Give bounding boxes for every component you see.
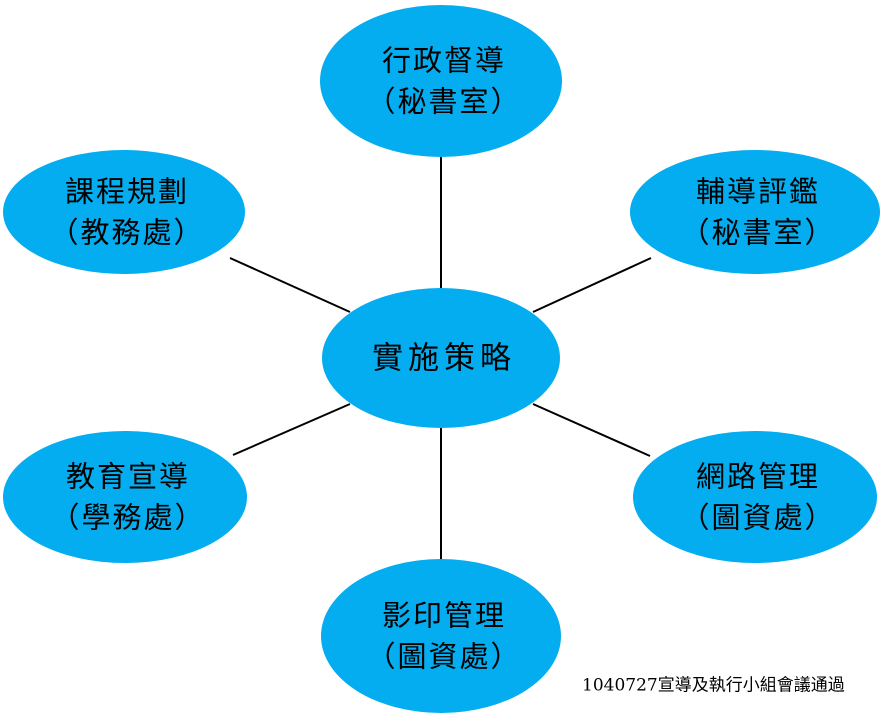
node-upper-left[interactable]: 課程規劃 （教務處） — [3, 150, 245, 274]
node-upper-right-shape — [630, 150, 880, 274]
node-bottom-shape — [321, 559, 561, 713]
connector-lower-left — [232, 403, 351, 456]
node-lower-left-shape — [3, 431, 247, 563]
connector-upper-right — [532, 257, 652, 313]
node-bottom-label-line1: 影印管理 — [382, 598, 506, 632]
connector-lower-right — [532, 403, 651, 457]
node-lower-right-label-line1: 網路管理 — [696, 459, 820, 493]
node-lower-left-label-line2: （學務處） — [50, 501, 205, 535]
node-top-label-line1: 行政督導 — [382, 43, 506, 77]
node-top-shape — [320, 5, 562, 157]
center-node[interactable]: 實施策略 — [322, 288, 560, 428]
connectors-group — [229, 157, 652, 560]
node-lower-right[interactable]: 網路管理 （圖資處） — [633, 431, 877, 563]
node-top[interactable]: 行政督導 （秘書室） — [320, 5, 562, 157]
node-upper-right-label-line1: 輔導評鑑 — [696, 174, 820, 208]
node-lower-left[interactable]: 教育宣導 （學務處） — [3, 431, 247, 563]
node-lower-right-label-line2: （圖資處） — [680, 501, 835, 535]
node-upper-left-label-line2: （教務處） — [49, 216, 204, 250]
node-bottom[interactable]: 影印管理 （圖資處） — [321, 559, 561, 713]
nodes-group: 行政督導 （秘書室） 課程規劃 （教務處） 輔導評鑑 （秘書室） 教育宣導 （學務處） 網路管理… — [3, 5, 880, 713]
node-lower-left-label-line1: 教育宣導 — [66, 459, 190, 493]
center-node-shape — [322, 288, 560, 428]
node-top-label-line2: （秘書室） — [366, 85, 521, 119]
node-upper-left-label-line1: 課程規劃 — [65, 174, 189, 208]
node-upper-right-label-line2: （秘書室） — [680, 216, 835, 250]
footer-note: 1040727宣導及執行小組會議通過 — [582, 676, 845, 696]
node-bottom-label-line2: （圖資處） — [366, 640, 521, 674]
connector-upper-left — [229, 257, 351, 313]
node-upper-right[interactable]: 輔導評鑑 （秘書室） — [630, 150, 880, 274]
node-upper-left-shape — [3, 150, 245, 274]
center-node-label-line1: 實施策略 — [372, 341, 516, 377]
node-lower-right-shape — [633, 431, 877, 563]
